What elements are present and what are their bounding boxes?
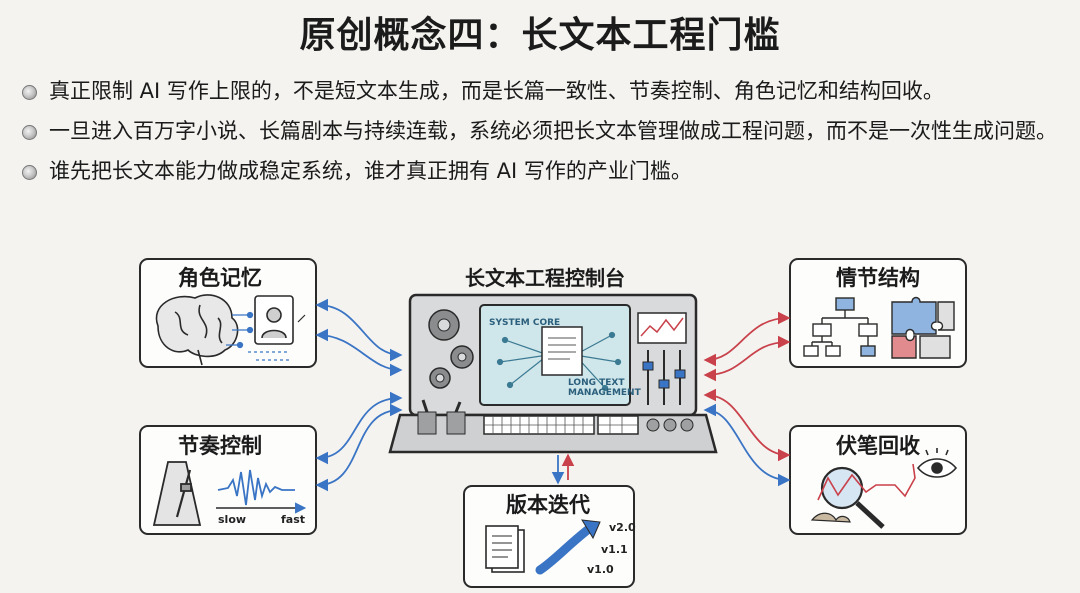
flowchart-icon [804,298,877,356]
eye-icon [918,448,956,477]
pencil-icon [298,315,305,322]
growth-arrow-icon [540,528,590,570]
brain-icon [156,295,237,365]
screen-core-label: SYSTEM CORE [489,318,560,328]
profile-card-icon [255,296,293,344]
screen-management-label: LONG TEXT MANAGEMENT [568,378,628,398]
footprint-icon [812,513,850,522]
metronome-icon [154,462,200,525]
documents-icon [486,526,524,572]
waveform-icon [216,470,304,508]
puzzle-icon [892,298,954,359]
